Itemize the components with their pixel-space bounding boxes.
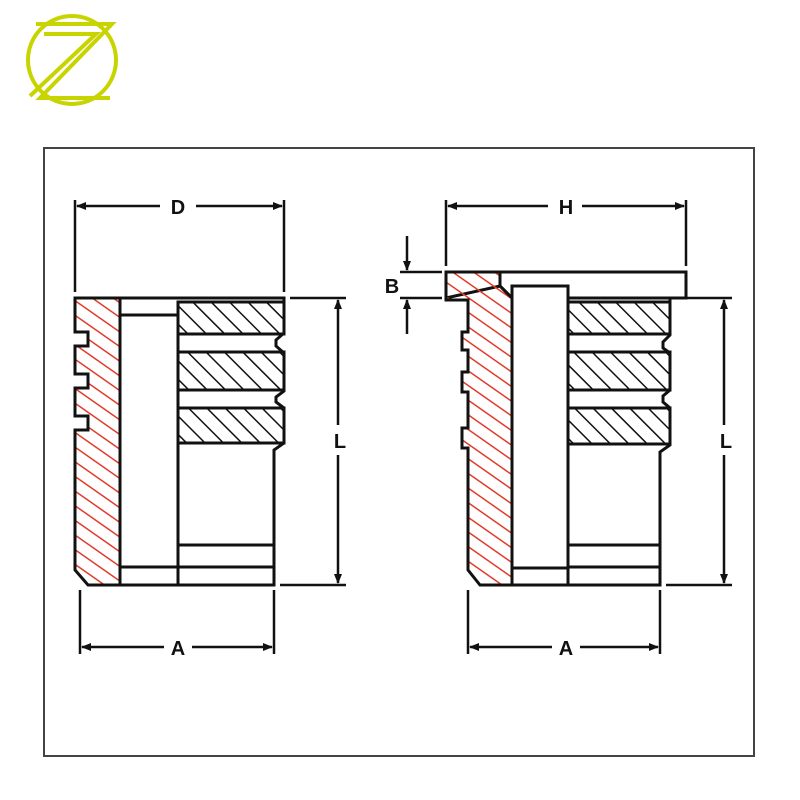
left-section-wall [73, 296, 122, 587]
left-knurl-1 [176, 300, 286, 336]
dim-label-l-left: L [334, 431, 346, 453]
dim-label-l-right: L [720, 431, 732, 453]
right-knurl-3 [566, 406, 672, 446]
dim-label-d: D [171, 197, 185, 219]
brand-logo: Z [26, 14, 118, 106]
right-section-wall [444, 270, 514, 587]
right-bore [510, 284, 570, 570]
right-knurl-2 [566, 350, 672, 392]
right-dimensions: H B L A [385, 197, 732, 660]
left-dimensions: D L A [73, 197, 346, 660]
dim-label-a-right: A [559, 638, 573, 660]
left-bore [118, 313, 180, 569]
right-outline [512, 296, 672, 587]
right-insert-section [444, 270, 688, 587]
dim-label-h: H [559, 197, 573, 219]
left-insert-section [73, 296, 286, 587]
left-knurl-3 [176, 406, 286, 445]
dim-label-a-left: A [171, 638, 185, 660]
drawing-frame [43, 147, 755, 757]
right-knurl-1 [566, 300, 672, 336]
dim-label-b: B [385, 276, 399, 298]
left-knurl-2 [176, 350, 286, 392]
